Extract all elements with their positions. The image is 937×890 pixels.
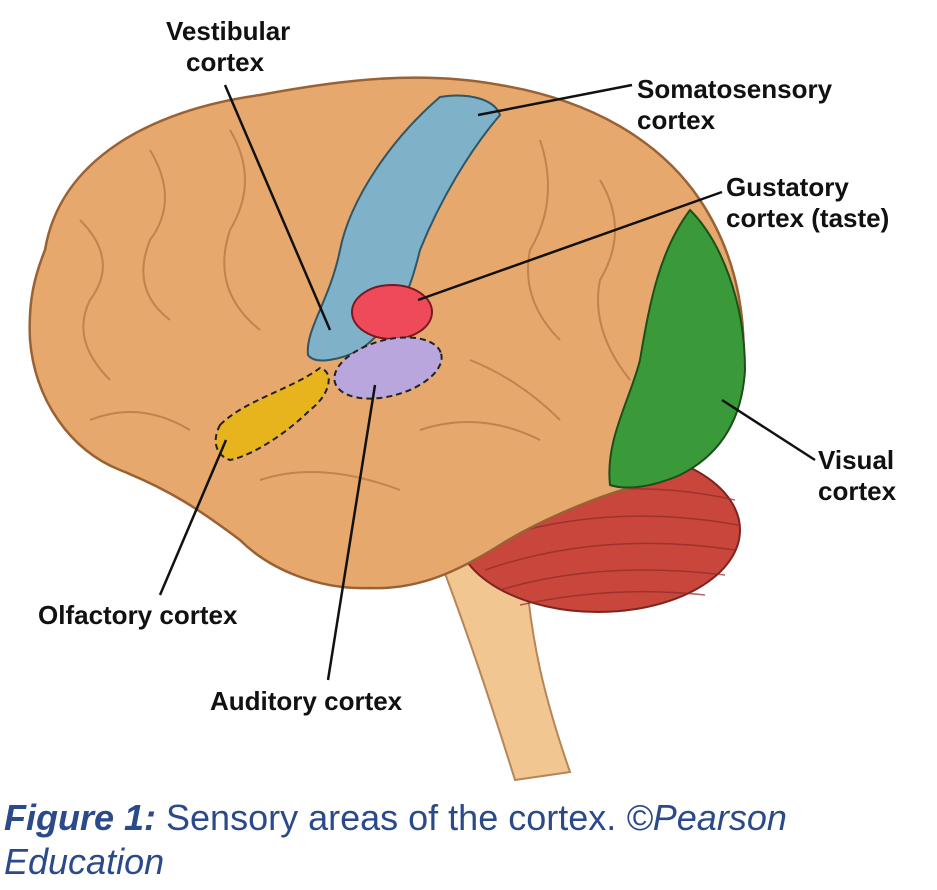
caption-figure-number: Figure 1: (4, 797, 157, 838)
label-line: Visual (818, 445, 895, 475)
olfactory-leader-line (158, 439, 228, 596)
label-line: cortex (637, 105, 716, 135)
somatosensory-cortex-label: Somatosensory cortex (637, 74, 832, 136)
auditory-cortex-label: Auditory cortex (210, 686, 403, 716)
label-line: Gustatory (726, 172, 849, 202)
label-line: Somatosensory (637, 74, 833, 104)
label-line: cortex (186, 47, 265, 77)
visual-cortex-label: Visual cortex (818, 445, 896, 507)
vestibular-cortex-label: Vestibular cortex (166, 16, 290, 78)
visual-cortex-region (608, 208, 747, 489)
figure-caption: Figure 1: Sensory areas of the cortex. ©… (4, 796, 934, 884)
label-line: Vestibular (166, 16, 291, 46)
olfactory-cortex-region (214, 366, 330, 462)
auditory-leader-line (326, 384, 377, 681)
olfactory-cortex-label: Olfactory cortex (38, 600, 238, 630)
vestibular-leader-line (223, 84, 332, 331)
caption-credit: ©Pearson Education (4, 797, 787, 882)
label-line: cortex (818, 476, 897, 506)
auditory-cortex-region (333, 336, 443, 400)
gustatory-leader-line (417, 190, 723, 302)
visual-leader-line (721, 398, 816, 462)
gustatory-cortex-region (351, 284, 433, 340)
brainstem (438, 559, 572, 782)
gustatory-cortex-label: Gustatory cortex (taste) (726, 172, 889, 234)
somatosensory-leader-line (477, 83, 633, 117)
label-line: cortex (taste) (726, 203, 890, 233)
caption-text: Sensory areas of the cortex. (156, 797, 627, 838)
